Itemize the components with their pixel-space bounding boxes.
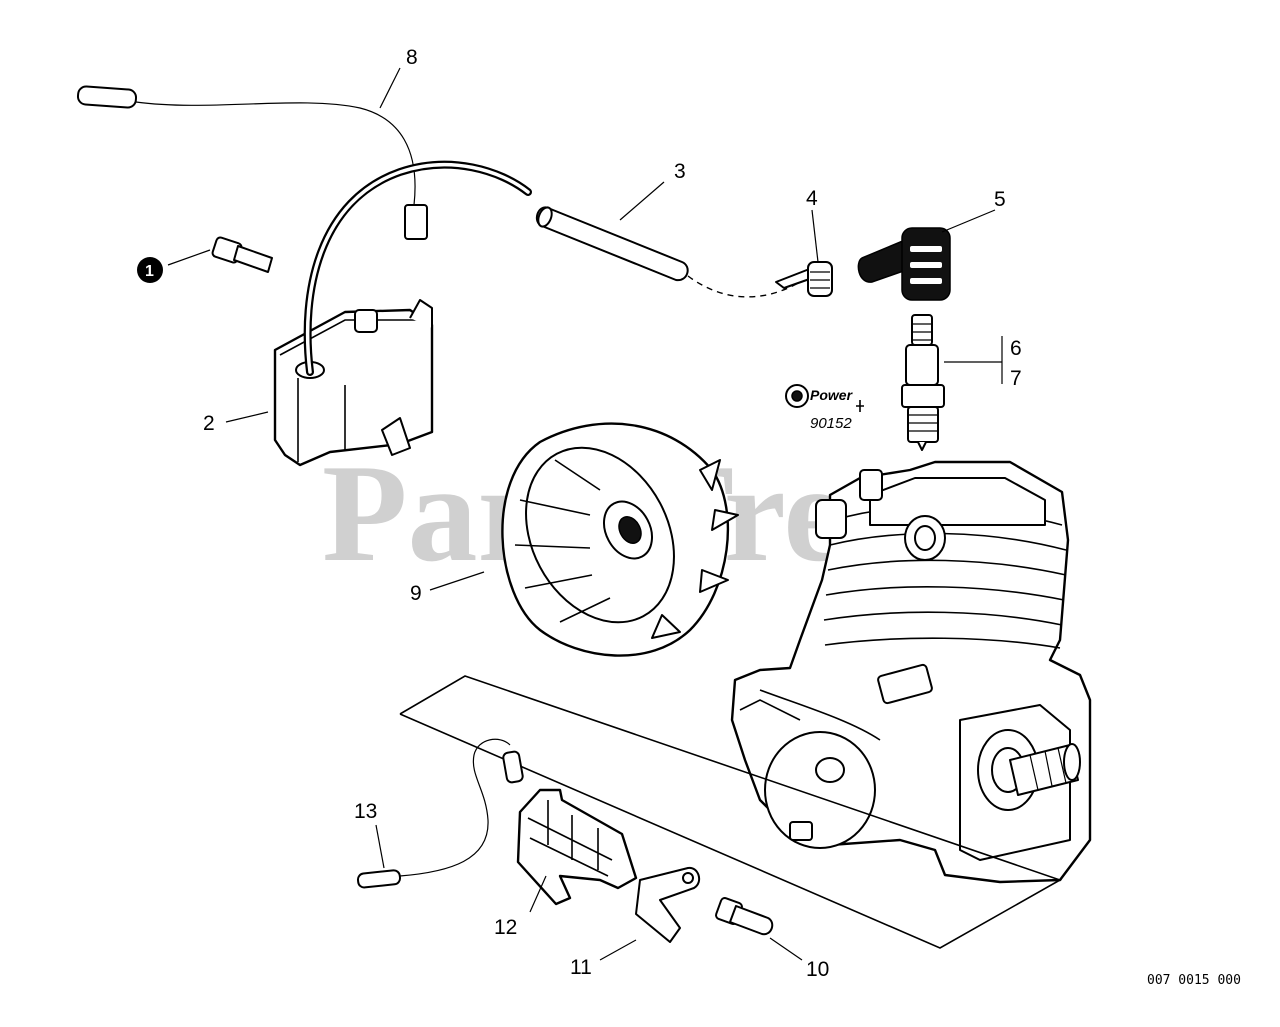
- callout-2: 2: [203, 412, 215, 435]
- power-brand-logo: Power 90152: [785, 384, 864, 432]
- callout-3: 3: [674, 160, 686, 183]
- kit-bracket-outline: [399, 675, 1062, 949]
- part-10-screw: [715, 897, 774, 936]
- part-11-bracket: [635, 866, 701, 943]
- part-5-spark-plug-boot: [857, 227, 951, 301]
- callout-labels: 8 3 4 5 6 7 2 9 13 12 11 10 1: [137, 46, 1022, 981]
- callout-11: 11: [570, 956, 592, 979]
- callout-6: 6: [1010, 337, 1022, 360]
- power-brand-number: 90152: [810, 415, 852, 432]
- callout-8: 8: [406, 46, 418, 69]
- engine-block: [730, 460, 1092, 884]
- part-13-stop-wire: [356, 738, 524, 889]
- part-6-7-spark-plug: [901, 314, 945, 451]
- callout-10: 10: [806, 958, 829, 981]
- callout-9: 9: [410, 582, 422, 605]
- part-8-ground-wire: [76, 85, 428, 240]
- part-3-tube: [535, 206, 689, 282]
- part-12-stop-switch: [516, 788, 638, 906]
- callout-7: 7: [1010, 367, 1022, 390]
- callout-1-badge: [137, 257, 163, 283]
- part-1-screw: [211, 236, 273, 273]
- power-brand-text: Power: [810, 387, 854, 403]
- callout-4: 4: [806, 187, 818, 210]
- callout-13: 13: [354, 800, 377, 823]
- callout-12: 12: [494, 916, 517, 939]
- callout-1: 1: [145, 263, 154, 280]
- assembly-line-3-4: [687, 275, 801, 298]
- part-4-spring: [775, 261, 833, 297]
- leader-lines: [167, 67, 1003, 961]
- figure-code: 007 0015 000: [1147, 973, 1241, 988]
- callout-5: 5: [994, 188, 1006, 211]
- part-2-ignition-coil: [273, 160, 532, 467]
- part-9-flywheel: [501, 422, 739, 657]
